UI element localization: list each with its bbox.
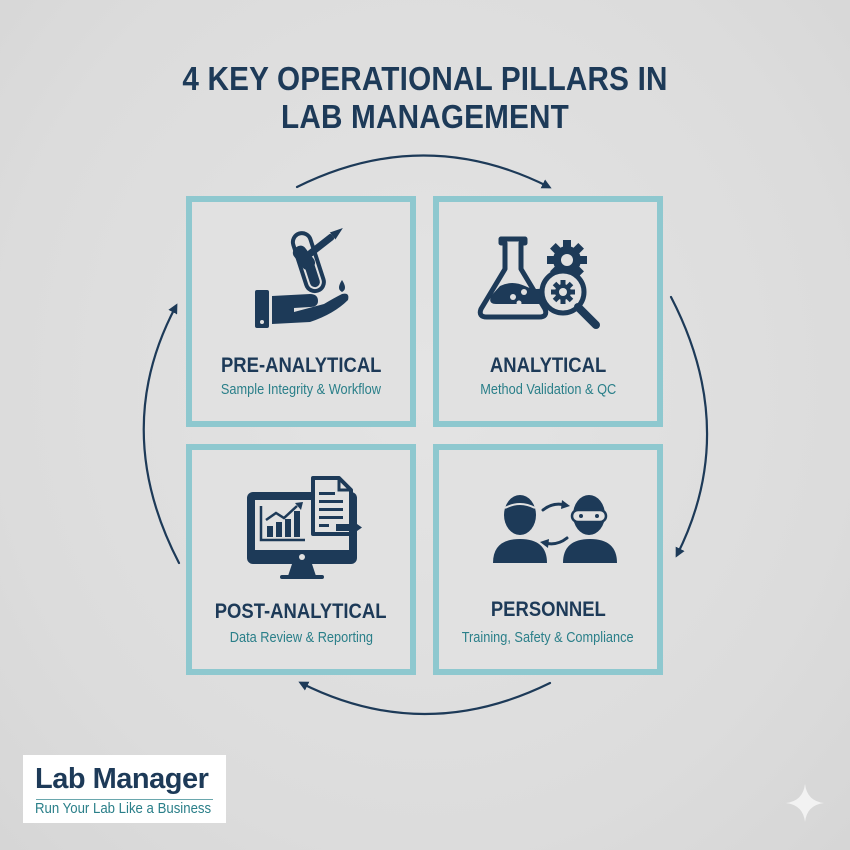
arrow-right: [669, 295, 709, 558]
pillar-pre-analytical: PRE-ANALYTICAL Sample Integrity & Workfl…: [186, 196, 416, 427]
pillar-title: ANALYTICAL: [489, 354, 607, 377]
page-title: 4 KEY OPERATIONAL PILLARS IN LAB MANAGEM…: [43, 60, 808, 136]
pillar-subtitle: Training, Safety & Compliance: [462, 630, 634, 646]
flask-gear-magnifier-icon: [477, 236, 600, 329]
pillar-subtitle: Method Validation & QC: [480, 382, 616, 398]
people-exchange-goggles-icon: [493, 495, 617, 563]
logo-brand: Lab Manager: [35, 763, 209, 795]
pillar-title: PERSONNEL: [490, 598, 606, 621]
pillar-subtitle: Sample Integrity & Workflow: [220, 382, 382, 398]
logo-divider: [36, 799, 213, 800]
hand-test-tube-dropper-icon: [255, 227, 349, 328]
arrow-bottom: [298, 681, 552, 715]
pillar-personnel: PERSONNEL Training, Safety & Compliance: [433, 444, 663, 675]
arrow-top: [295, 154, 552, 189]
sparkle-icon: [786, 784, 824, 822]
arrow-left: [142, 303, 181, 565]
pillar-subtitle: Data Review & Reporting: [229, 630, 373, 646]
title-line-2: LAB MANAGEMENT: [281, 98, 569, 135]
title-line-1: 4 KEY OPERATIONAL PILLARS IN: [182, 60, 668, 97]
lab-manager-logo: Lab Manager Run Your Lab Like a Business: [23, 755, 226, 823]
pillar-post-analytical: POST-ANALYTICAL Data Review & Reporting: [186, 444, 416, 675]
logo-tagline: Run Your Lab Like a Business: [35, 800, 212, 817]
pillar-title: POST-ANALYTICAL: [215, 600, 387, 623]
pillar-title: PRE-ANALYTICAL: [220, 354, 382, 377]
monitor-chart-document-icon: [247, 476, 362, 579]
pillar-analytical: ANALYTICAL Method Validation & QC: [433, 196, 663, 427]
